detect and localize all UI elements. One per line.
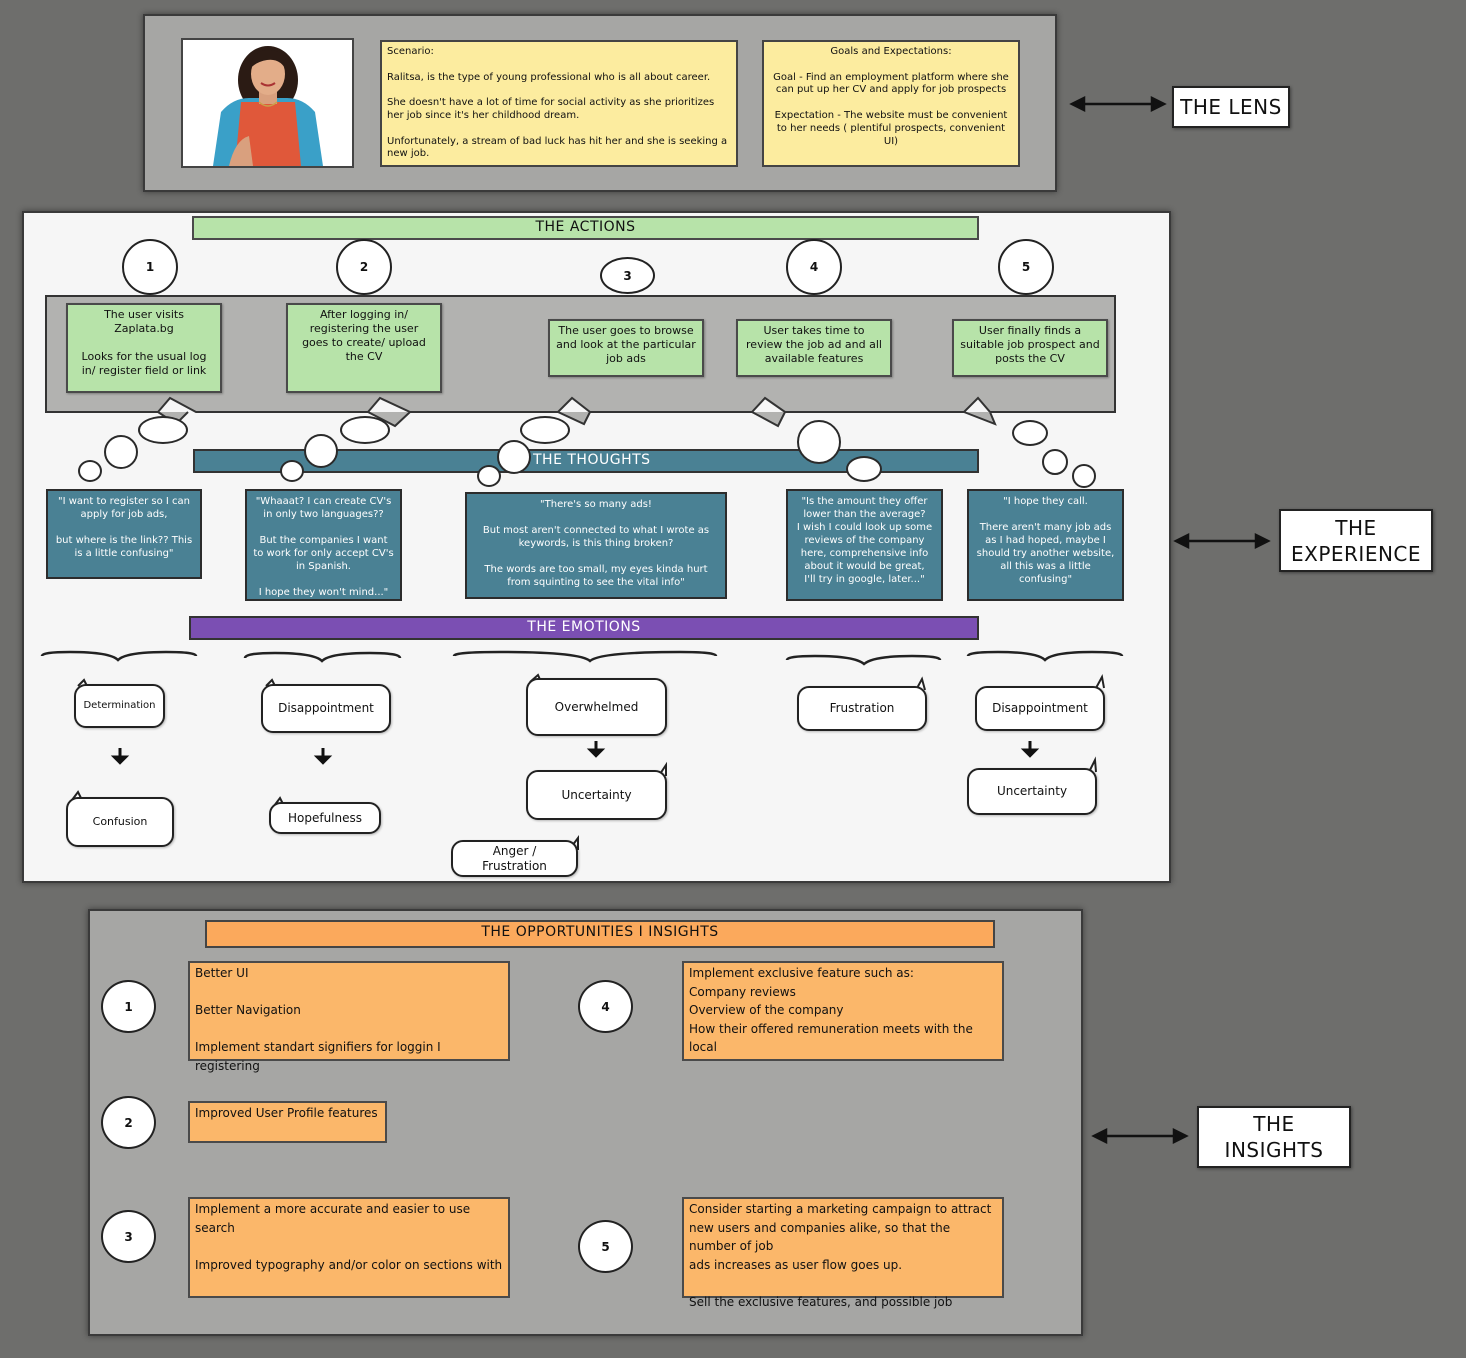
emotion-disappointment-1: Disappointment	[261, 684, 391, 733]
insight-circle-2: 2	[101, 1096, 156, 1149]
emotion-uncertainty-1: Uncertainty	[526, 770, 667, 820]
step-circle-4: 4	[786, 239, 842, 295]
thought-bubble-medium	[846, 456, 882, 482]
persona-photo	[181, 38, 354, 168]
thought-bubble-medium	[104, 435, 138, 469]
thought-bubble-medium	[497, 440, 531, 474]
insight-card-2: Improved User Profile features	[188, 1101, 387, 1143]
thought-bubble-small	[280, 460, 304, 482]
step-circle-1: 1	[122, 239, 178, 295]
insight-card-5: Consider starting a marketing campaign t…	[682, 1197, 1004, 1309]
experience-label: THE EXPERIENCE	[1279, 509, 1433, 572]
goals-note: Goals and Expectations: Goal - Find an e…	[762, 40, 1020, 167]
thought-bubble-large	[340, 416, 390, 444]
thought-card-1: "I want to register so I can apply for j…	[46, 489, 202, 579]
insights-title: THE OPPORTUNITIES I INSIGHTS	[205, 920, 995, 948]
thought-bubble-large	[1012, 420, 1048, 446]
insight-card-3: Implement a more accurate and easier to …	[188, 1197, 510, 1298]
lens-label: THE LENS	[1172, 86, 1290, 128]
insight-card-1: Better UI Better Navigation Implement st…	[188, 961, 510, 1073]
thought-bubble-small	[1072, 464, 1096, 488]
thought-card-3: "There's so many ads! But most aren't co…	[465, 492, 727, 599]
thought-bubble-large	[797, 420, 841, 464]
emotion-disappointment-2: Disappointment	[975, 686, 1105, 731]
insight-circle-5: 5	[578, 1220, 633, 1273]
insight-circle-1: 1	[101, 980, 156, 1033]
emotion-overwhelmed: Overwhelmed	[526, 678, 667, 736]
insight-card-4: Implement exclusive feature such as: Com…	[682, 961, 1004, 1061]
emotion-hopefulness: Hopefulness	[269, 802, 381, 834]
emotion-frustration: Frustration	[797, 686, 927, 731]
step-circle-2: 2	[336, 239, 392, 295]
step-circle-5: 5	[998, 239, 1054, 295]
action-card-5: User finally finds a suitable job prospe…	[952, 319, 1108, 377]
thought-bubble-small	[477, 465, 501, 487]
thought-bubble-large	[138, 416, 188, 444]
emotion-determination: Determination	[74, 684, 165, 728]
emotions-title: THE EMOTIONS	[189, 616, 979, 640]
thought-bubble-medium	[1042, 449, 1068, 475]
thought-card-5: "I hope they call. There aren't many job…	[967, 489, 1124, 601]
action-card-4: User takes time to review the job ad and…	[736, 319, 892, 377]
emotion-uncertainty-2: Uncertainty	[967, 768, 1097, 815]
thought-bubble-large	[520, 416, 570, 444]
insight-circle-4: 4	[578, 980, 633, 1033]
insight-circle-3: 3	[101, 1210, 156, 1263]
action-card-1: The user visits Zaplata.bg Looks for the…	[66, 303, 222, 393]
persona-avatar	[183, 40, 352, 166]
insights-label: THE INSIGHTS	[1197, 1106, 1351, 1168]
thought-bubble-small	[78, 460, 102, 482]
emotion-confusion: Confusion	[66, 797, 174, 847]
thought-card-2: "Whaaat? I can create CV's in only two l…	[245, 489, 402, 601]
step-circle-3: 3	[600, 257, 655, 294]
action-card-3: The user goes to browse and look at the …	[548, 319, 704, 377]
scenario-note: Scenario: Ralitsa, is the type of young …	[380, 40, 738, 167]
action-card-2: After logging in/ registering the user g…	[286, 303, 442, 393]
emotion-anger-frustration: Anger / Frustration	[451, 840, 578, 877]
thought-bubble-medium	[304, 434, 338, 468]
actions-title: THE ACTIONS	[192, 216, 979, 240]
thought-card-4: "Is the amount they offer lower than the…	[786, 489, 943, 601]
